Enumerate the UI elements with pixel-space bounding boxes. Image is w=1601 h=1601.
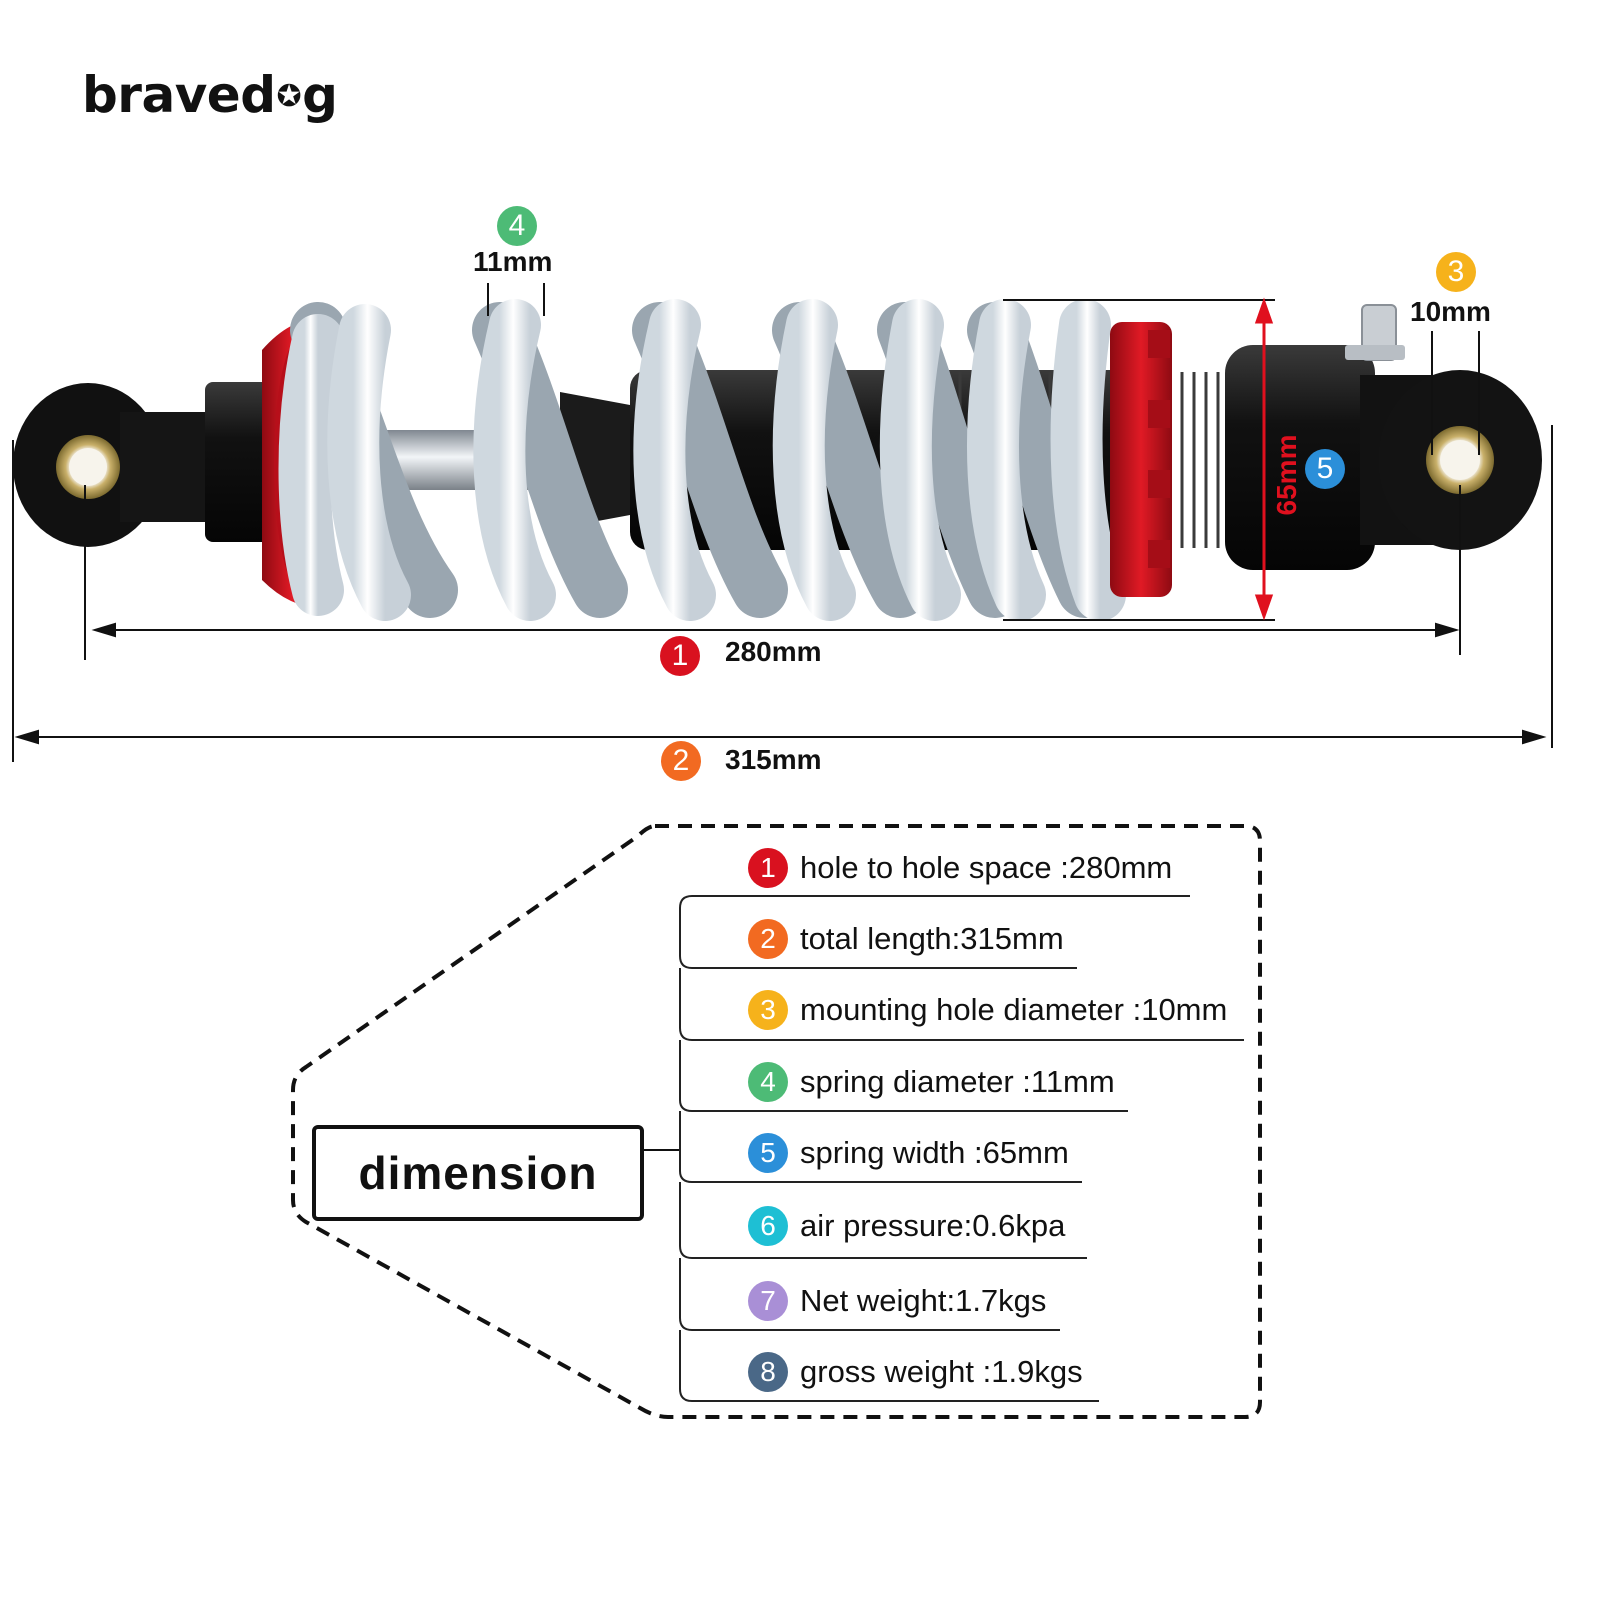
preload-adjuster-ring (1110, 322, 1172, 597)
brand-name-part2: g (302, 66, 338, 124)
total-length-label: 315mm (725, 744, 822, 775)
spec-text: Net weight:1.7kgs (800, 1283, 1047, 1318)
spec-item: 1 hole to hole space :280mm (748, 844, 1172, 892)
badge-3: 3 (1436, 252, 1476, 292)
spec-text: hole to hole space :280mm (800, 850, 1173, 885)
spec-item: 4 spring diameter :11mm (748, 1058, 1115, 1106)
badge-5: 5 (1305, 449, 1345, 489)
spec-item: 8 gross weight :1.9kgs (748, 1348, 1083, 1396)
dimension-title-box: dimension (312, 1125, 644, 1221)
left-hole (69, 448, 107, 486)
spec-number-badge: 5 (748, 1133, 788, 1173)
spring-width-label: 65mm (1271, 435, 1302, 516)
spec-item: 2 total length:315mm (748, 915, 1064, 963)
dimension-lines (12, 283, 1553, 762)
brand-logo: braved✪g (82, 70, 338, 120)
spec-number-badge: 8 (748, 1352, 788, 1392)
spec-item: 5 spring width :65mm (748, 1129, 1069, 1177)
brand-name-part1: braved (82, 66, 276, 124)
spec-text: total length:315mm (800, 921, 1064, 956)
spec-text: mounting hole diameter :10mm (800, 992, 1228, 1027)
spring-diameter-label: 11mm (473, 246, 553, 277)
spec-text: spring width :65mm (800, 1135, 1069, 1170)
hole-to-hole-label: 280mm (725, 636, 822, 667)
right-hole (1440, 440, 1480, 480)
spec-text: gross weight :1.9kgs (800, 1354, 1083, 1389)
adjuster-notches (1148, 330, 1170, 568)
spec-number-badge: 2 (748, 919, 788, 959)
spec-number-badge: 1 (748, 848, 788, 888)
spec-number-badge: 4 (748, 1062, 788, 1102)
dimension-panel-outline (291, 824, 1262, 1419)
badge-2: 2 (661, 741, 701, 781)
valve-clamp (1345, 345, 1405, 360)
left-cap (205, 382, 270, 542)
spec-item: 7 Net weight:1.7kgs (748, 1277, 1046, 1325)
spec-number-badge: 3 (748, 990, 788, 1030)
dimension-title: dimension (358, 1147, 598, 1199)
spec-text: air pressure:0.6kpa (800, 1208, 1066, 1243)
spec-number-badge: 6 (748, 1206, 788, 1246)
spec-item: 6 air pressure:0.6kpa (748, 1202, 1065, 1250)
spec-bracket-lines (679, 895, 1244, 1402)
badge-4: 4 (497, 206, 537, 246)
brand-star-icon: ✪ (276, 79, 302, 114)
coil-spring (278, 299, 1126, 621)
spec-item: 3 mounting hole diameter :10mm (748, 986, 1227, 1034)
mounting-hole-label: 10mm (1410, 296, 1491, 327)
spec-text: spring diameter :11mm (800, 1064, 1115, 1099)
spec-number-badge: 7 (748, 1281, 788, 1321)
spring-width-arrow (1254, 297, 1274, 621)
badge-1: 1 (660, 636, 700, 676)
